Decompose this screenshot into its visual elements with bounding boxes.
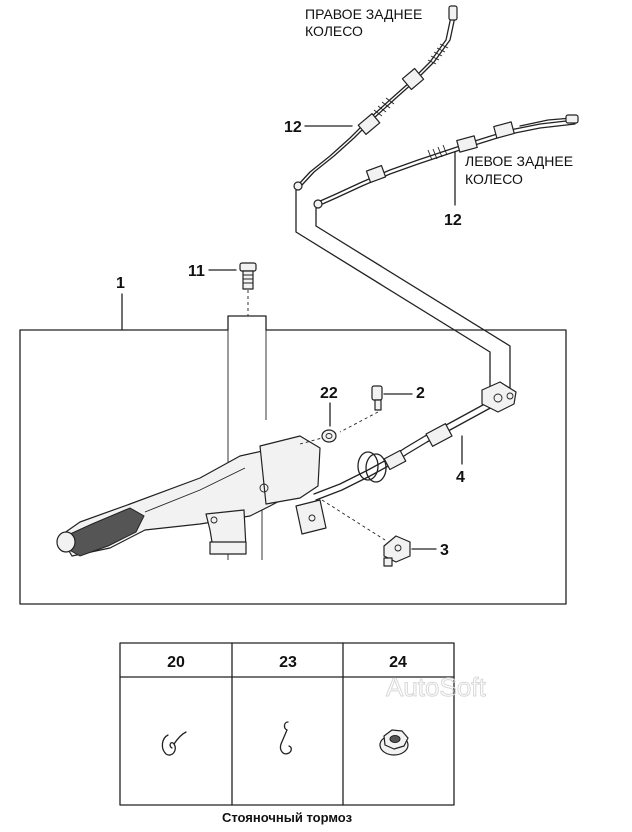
watermark: AutoSoft (386, 672, 487, 702)
parking-brake-lever (56, 435, 327, 557)
callout-12-right: 12 (284, 119, 302, 136)
table-header-23: 23 (279, 654, 297, 671)
callout-1: 1 (116, 275, 125, 292)
bolt-11 (239, 262, 257, 290)
callout-12-left: 12 (444, 212, 462, 229)
callout-3: 3 (440, 542, 449, 559)
left-rear-wheel-label-line1: ЛЕВОЕ ЗАДНЕЕ (465, 153, 573, 169)
left-cable-route (315, 207, 511, 393)
front-cable-4 (313, 381, 517, 501)
left-rear-cable (313, 114, 579, 209)
callout-2: 2 (416, 385, 425, 402)
hook-clip-icon (279, 721, 292, 755)
left-rear-wheel-label-line2: КОЛЕСО (465, 171, 523, 187)
spring-clip-icon (161, 731, 187, 756)
table-header-24: 24 (389, 654, 407, 671)
right-rear-wheel-label-line2: КОЛЕСО (305, 23, 363, 39)
nut-icon (379, 729, 409, 756)
bolt-2 (371, 385, 383, 411)
right-cable-route (295, 189, 491, 393)
right-rear-wheel-label-line1: ПРАВОЕ ЗАДНЕЕ (305, 6, 422, 22)
right-rear-cable (293, 5, 458, 191)
callout-22: 22 (320, 385, 338, 402)
callout-11: 11 (188, 263, 205, 280)
parts-table: 20 23 24 (119, 642, 455, 806)
callout-4: 4 (456, 469, 465, 486)
nut-22 (321, 429, 337, 443)
diagram-caption: Стояночный тормоз (222, 810, 353, 825)
table-header-20: 20 (167, 654, 185, 671)
bracket-3 (383, 535, 411, 567)
